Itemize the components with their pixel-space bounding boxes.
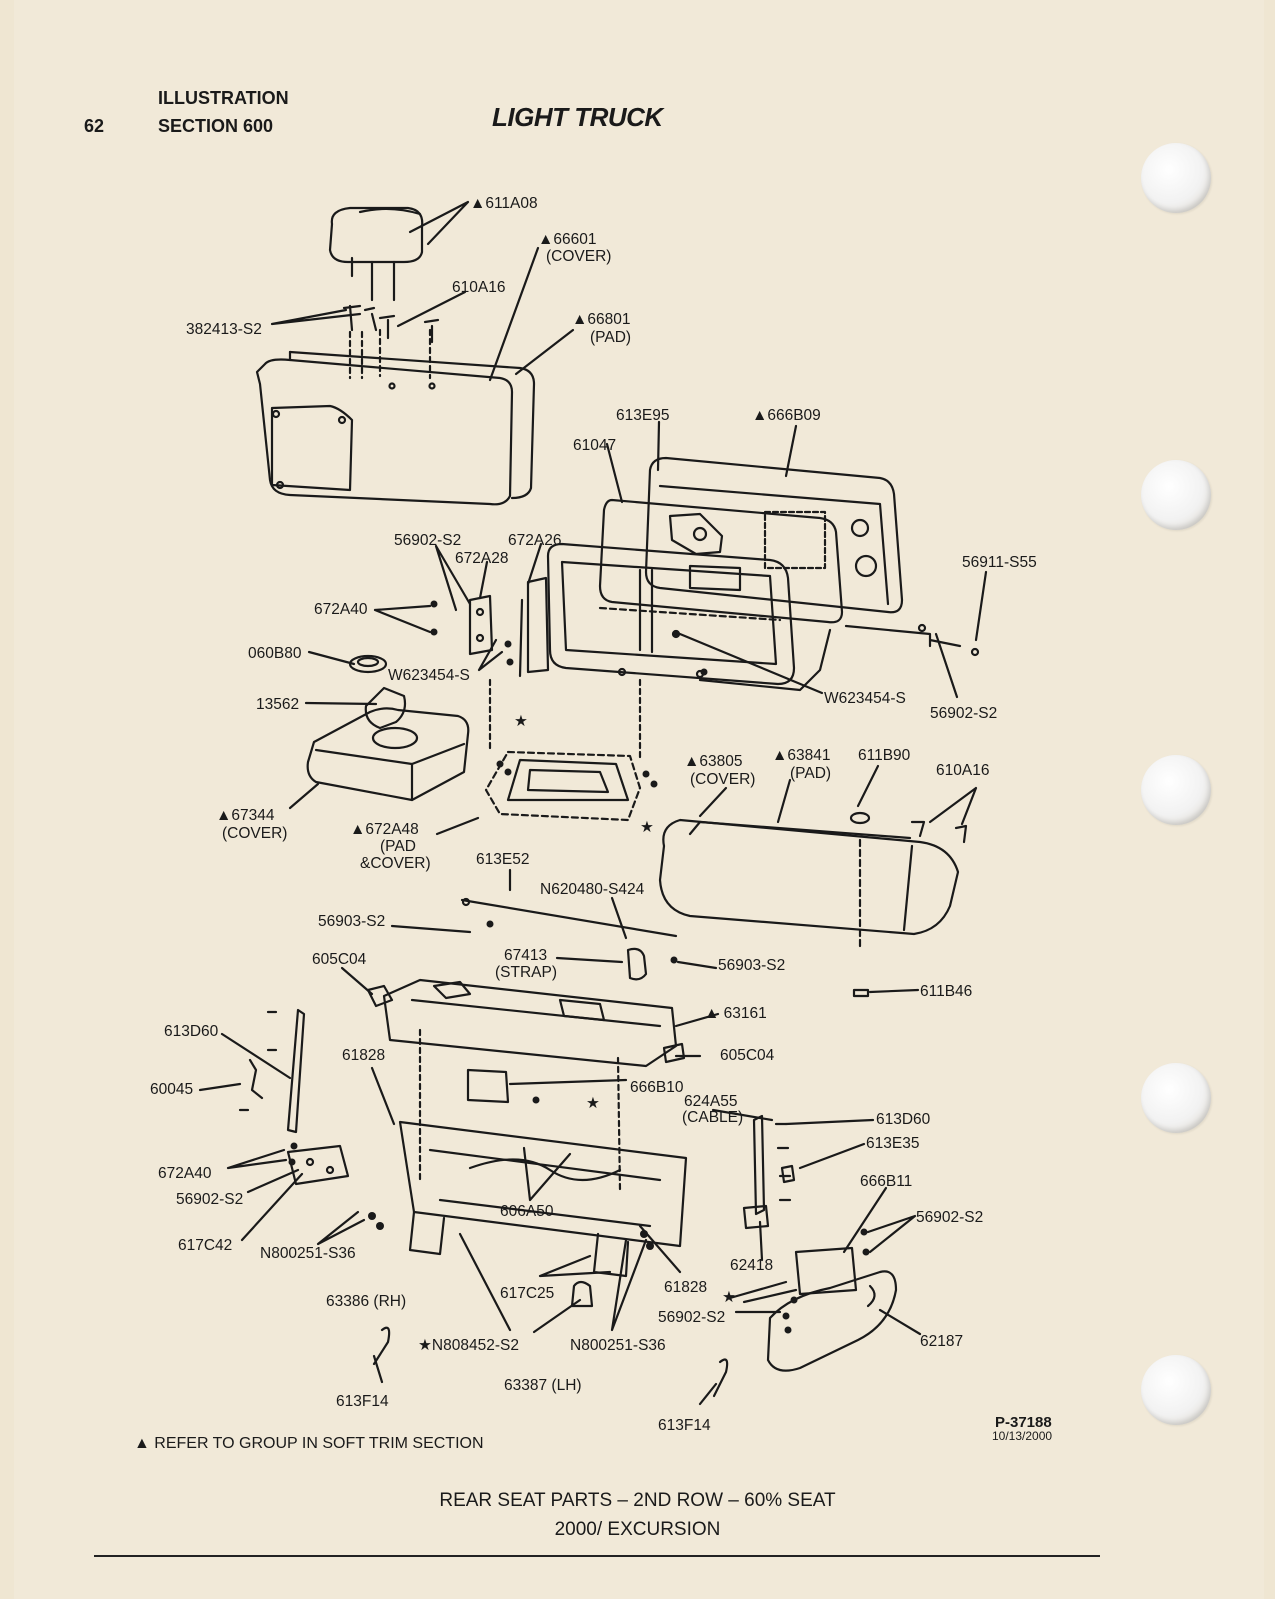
label-613D60-2: 613D60: [876, 1111, 931, 1128]
label-672A40-2: 672A40: [158, 1165, 212, 1182]
label-56911-S55: 56911-S55: [962, 554, 1037, 571]
label-382413-S2: 382413-S2: [186, 321, 262, 338]
label-67413: 67413: [504, 947, 547, 964]
label-56902-S2-e: 56902-S2: [658, 1309, 725, 1326]
label-W623454-S-2: W623454-S: [824, 690, 906, 707]
label-56903-S2-1: 56903-S2: [318, 913, 385, 930]
label-63386: 63386 (RH): [326, 1293, 406, 1310]
seat-back-frame-drawing: [546, 542, 796, 686]
label-60045: 60045: [150, 1081, 193, 1098]
label-610A16: 610A16: [452, 279, 505, 296]
label-61828-2: 61828: [664, 1279, 707, 1296]
label-611A08: ▲611A08: [470, 195, 538, 212]
binder-hole: [1141, 143, 1211, 213]
label-613F14-1: 613F14: [336, 1393, 389, 1410]
label-613D60-1: 613D60: [164, 1023, 219, 1040]
svg-text:★: ★: [586, 1095, 600, 1112]
label-66801: ▲66801: [572, 311, 630, 328]
label-606A50: 606A50: [500, 1203, 554, 1220]
binder-hole: [1141, 460, 1211, 530]
label-060B80: 060B80: [248, 645, 302, 662]
label-605C04-2: 605C04: [720, 1047, 775, 1064]
label-N808452-S2: ★N808452-S2: [418, 1337, 519, 1354]
catalog-page: [14, 0, 1264, 1599]
label-W623454-S-1: W623454-S: [388, 667, 470, 684]
binder-hole: [1141, 1063, 1211, 1133]
label-63387: 63387 (LH): [504, 1377, 582, 1394]
label-N800251-S36-1: N800251-S36: [260, 1245, 356, 1262]
label-610A16-2: 610A16: [936, 762, 989, 779]
seat-base-frame-drawing: [398, 1120, 688, 1248]
label-611B46: 611B46: [920, 983, 972, 1000]
label-56902-S2-b: 56902-S2: [930, 705, 997, 722]
label-613E52: 613E52: [476, 851, 529, 868]
caption-line-2: 2000/ EXCURSION: [554, 1519, 721, 1540]
label-67413-sub: (STRAP): [495, 964, 557, 981]
label-672A48: ▲672A48: [350, 821, 419, 838]
label-666B10: 666B10: [630, 1079, 684, 1096]
label-617C25: 617C25: [500, 1285, 554, 1302]
label-63805: ▲63805: [684, 753, 742, 770]
label-613E95: 613E95: [616, 407, 669, 424]
label-67344: ▲67344: [216, 807, 275, 824]
label-66601: ▲66601: [538, 231, 596, 248]
seat-cushion-drawing: [658, 818, 960, 936]
seat-back-cover-drawing: [255, 358, 514, 506]
label-672A28: 672A28: [455, 550, 508, 567]
label-62418: 62418: [730, 1257, 773, 1274]
label-624A55: 624A55: [684, 1093, 737, 1110]
binder-hole: [1141, 755, 1211, 825]
headrest-drawing: [328, 206, 424, 264]
label-63841-sub: (PAD): [790, 765, 831, 782]
label-61828-1: 61828: [342, 1047, 385, 1064]
label-666B11: 666B11: [860, 1173, 912, 1190]
label-62187: 62187: [920, 1333, 963, 1350]
page-title: LIGHT TRUCK: [492, 102, 663, 132]
label-N620480-S424: N620480-S424: [540, 881, 645, 898]
bottom-rule: [94, 1555, 1100, 1557]
label-611B90: 611B90: [858, 747, 911, 764]
label-617C42: 617C42: [178, 1237, 232, 1254]
footnote-text: REFER TO GROUP IN SOFT TRIM SECTION: [154, 1435, 484, 1452]
footnote: ▲ REFER TO GROUP IN SOFT TRIM SECTION: [134, 1435, 484, 1453]
label-56902-S2-a: 56902-S2: [394, 532, 461, 549]
armrest-drawing: [306, 707, 470, 802]
label-624A55-sub: (CABLE): [682, 1109, 743, 1126]
label-56903-S2-2: 56903-S2: [718, 957, 785, 974]
label-67344-sub: (COVER): [222, 825, 287, 842]
label-N800251-S36-2: N800251-S36: [570, 1337, 666, 1354]
part-labels: ▲611A08 ▲66601 (COVER) 610A16 ▲66801 (PA…: [150, 195, 1037, 1434]
label-56902-S2-c: 56902-S2: [176, 1191, 243, 1208]
figure-date: 10/13/2000: [992, 1429, 1053, 1443]
svg-text:★: ★: [640, 819, 654, 836]
svg-text:★: ★: [514, 713, 528, 730]
header-section: SECTION 600: [158, 116, 274, 136]
label-613F14-2: 613F14: [658, 1417, 711, 1434]
label-63841: ▲63841: [772, 747, 830, 764]
label-605C04-1: 605C04: [312, 951, 367, 968]
label-66801-sub: (PAD): [590, 329, 631, 346]
label-13562: 13562: [256, 696, 299, 713]
label-672A48-sub1: (PAD: [380, 838, 416, 855]
label-672A48-sub2: &COVER): [360, 855, 431, 872]
label-613E35: 613E35: [866, 1135, 919, 1152]
label-61047: 61047: [573, 437, 616, 454]
binder-hole: [1141, 1355, 1211, 1425]
figure-number: P-37188: [995, 1414, 1052, 1431]
page-number: 62: [84, 116, 105, 136]
label-672A40: 672A40: [314, 601, 368, 618]
header-illustration: ILLUSTRATION: [158, 88, 289, 108]
svg-text:★: ★: [722, 1289, 736, 1306]
label-56902-S2-d: 56902-S2: [916, 1209, 983, 1226]
label-63161: ▲ 63161: [704, 1005, 767, 1022]
label-666B09: ▲666B09: [752, 407, 821, 424]
label-672A26: 672A26: [508, 532, 561, 549]
caption-line-1: REAR SEAT PARTS – 2ND ROW – 60% SEAT: [439, 1490, 836, 1511]
label-66601-sub: (COVER): [546, 248, 611, 265]
label-63805-sub: (COVER): [690, 771, 755, 788]
triangle-icon: ▲: [134, 1435, 150, 1452]
